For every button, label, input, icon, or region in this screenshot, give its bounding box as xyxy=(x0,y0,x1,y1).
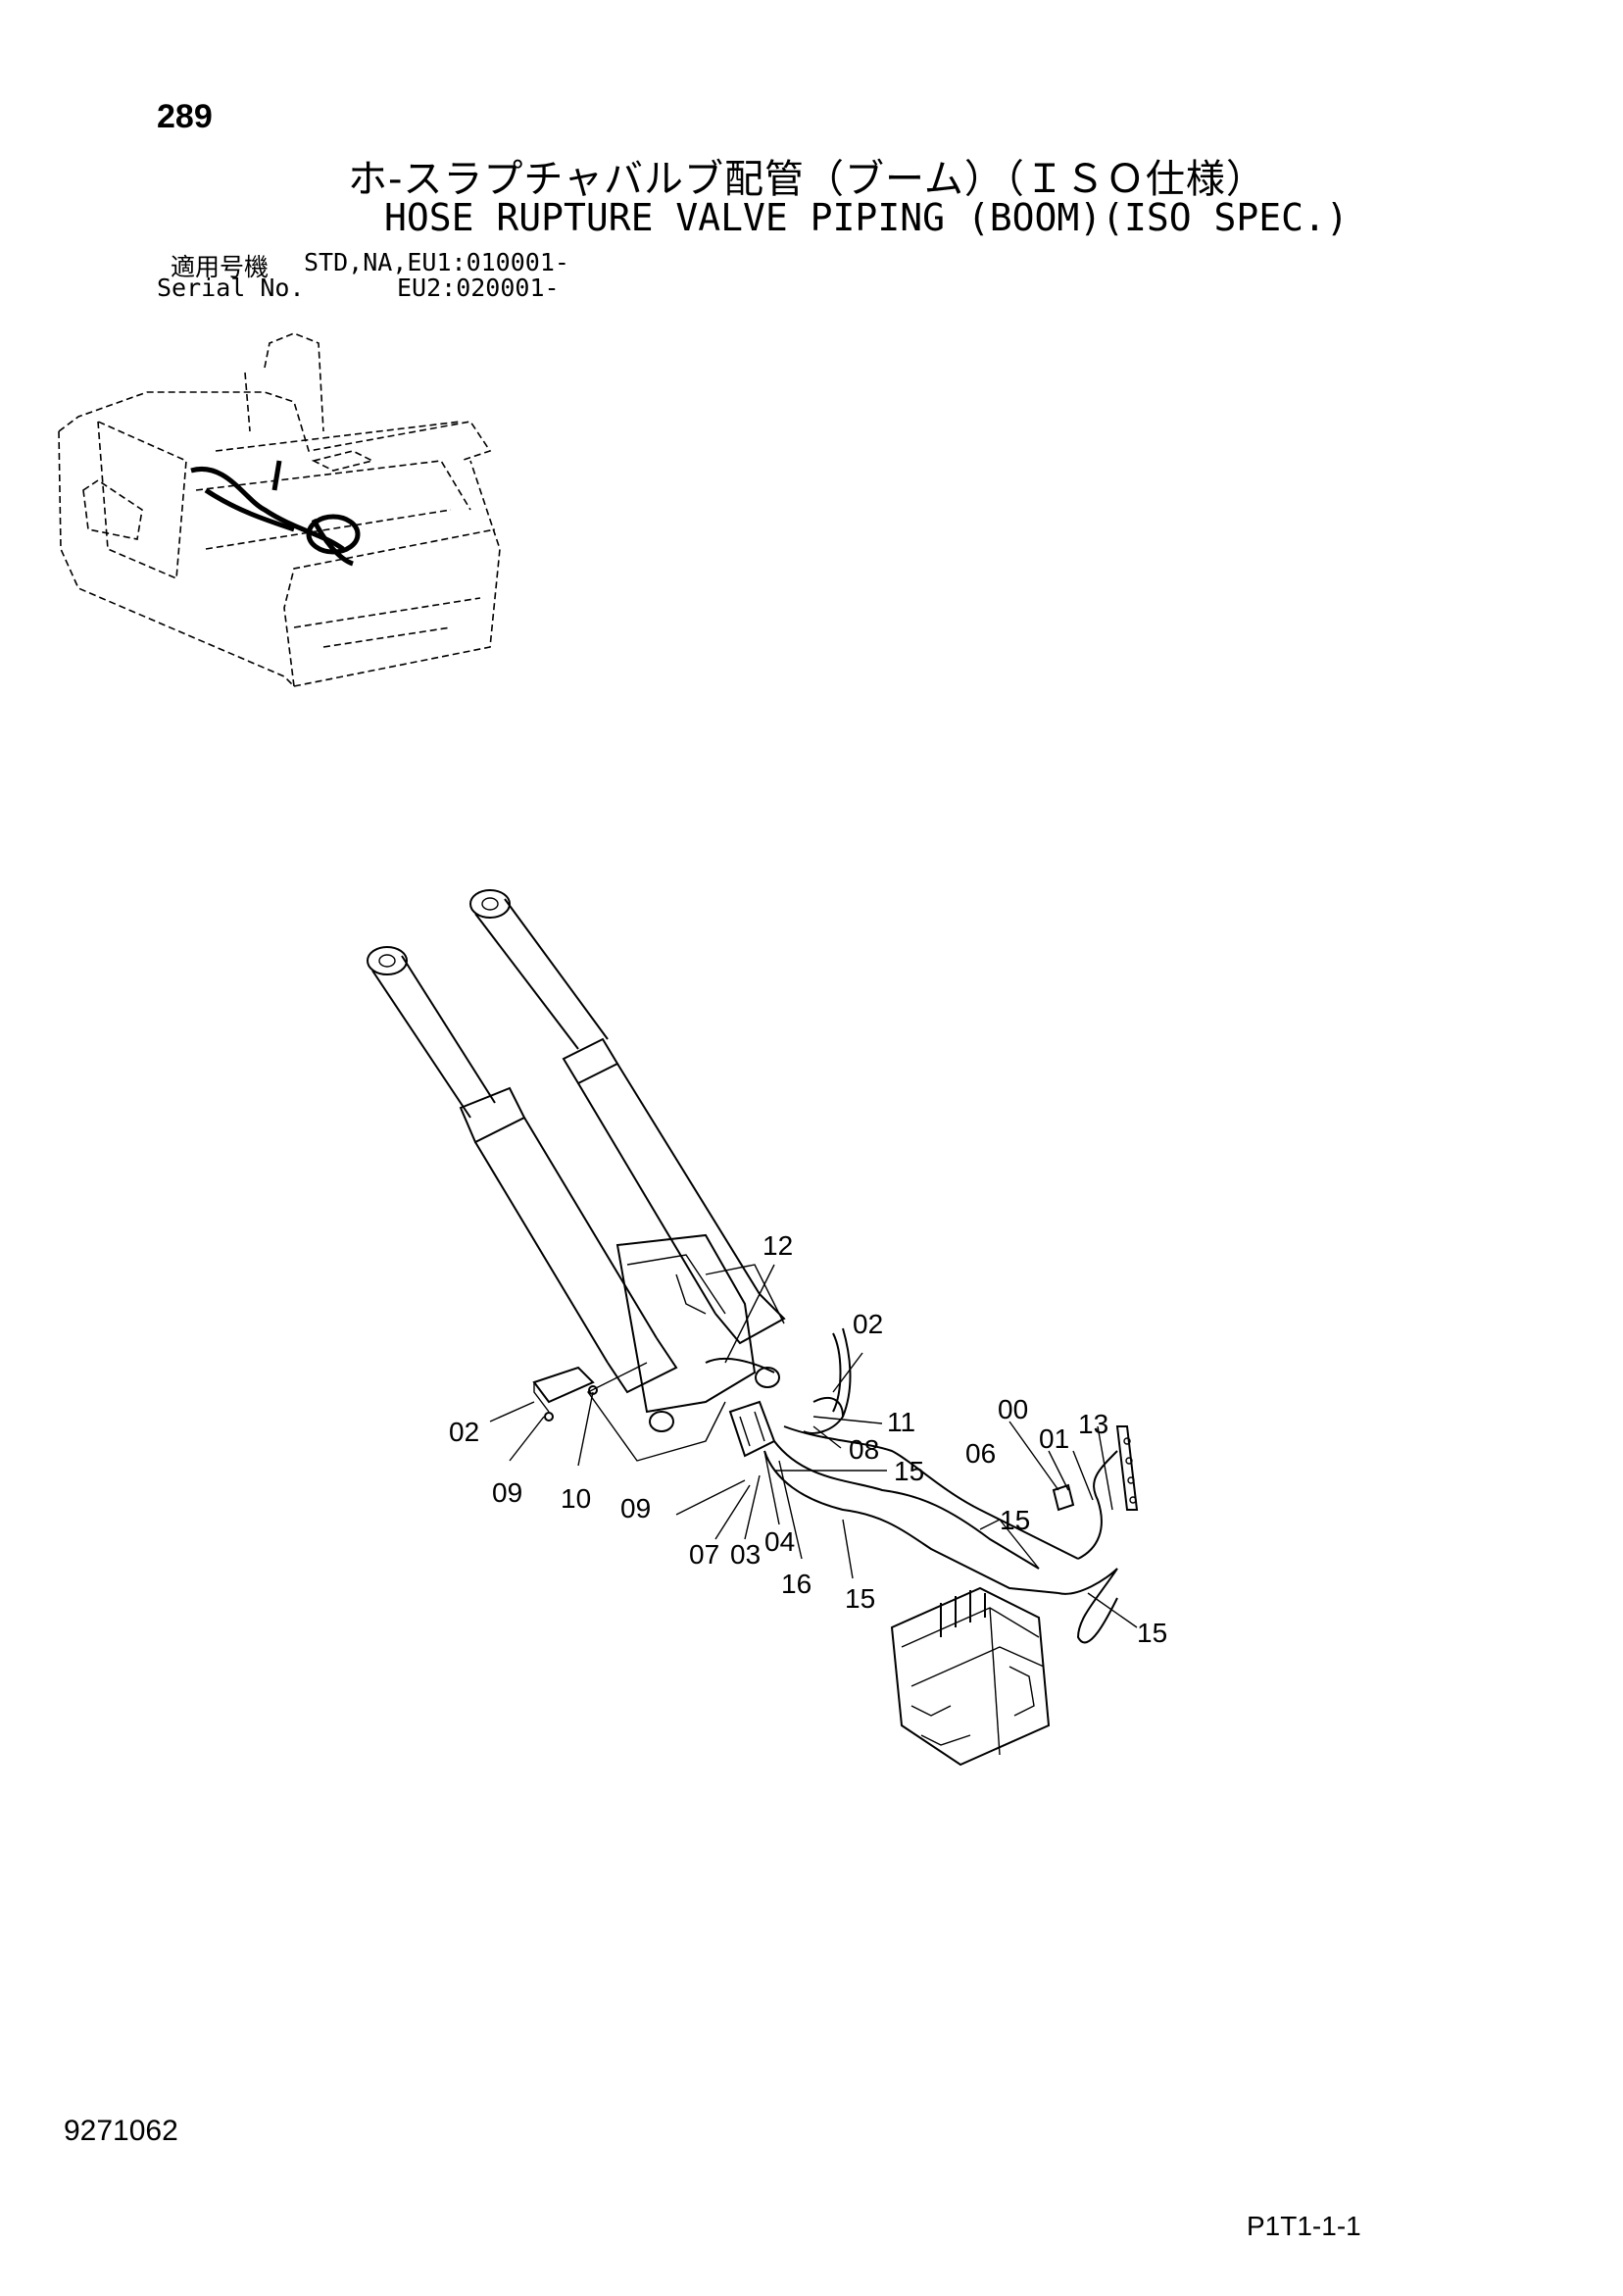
callout-04: 04 xyxy=(764,1526,795,1557)
callout-15-right: 15 xyxy=(1137,1618,1167,1648)
callout-00: 00 xyxy=(998,1394,1028,1424)
callout-10: 10 xyxy=(561,1483,591,1514)
hose-rupture-valve-assembly xyxy=(728,1400,776,1458)
hose-fitting-06 xyxy=(1052,1483,1075,1512)
serial-value-1: STD,NA,EU1:010001- xyxy=(304,248,569,276)
title-japanese: ホ-スラプチャバルブ配管（ブーム）（ＩＳＯ仕様） xyxy=(348,157,1266,202)
highlighted-piping-in-overview xyxy=(190,460,361,567)
callout-15-top: 15 xyxy=(894,1456,924,1486)
control-valve xyxy=(890,1586,1051,1767)
serial-label-jp: 適用号機 xyxy=(171,253,270,281)
page-code: P1T1-1-1 xyxy=(1247,2211,1361,2241)
serial-value-2: EU2:020001- xyxy=(397,274,560,302)
callout-13: 13 xyxy=(1078,1409,1108,1439)
machine-body-outline xyxy=(58,332,501,687)
document-number: 9271062 xyxy=(64,2115,178,2147)
callout-06: 06 xyxy=(965,1438,996,1469)
callout-15-bottom: 15 xyxy=(845,1583,875,1614)
callout-02-right: 02 xyxy=(853,1309,883,1339)
callout-09-left: 09 xyxy=(492,1477,522,1508)
title-english: HOSE RUPTURE VALVE PIPING (BOOM)(ISO SPE… xyxy=(384,196,1349,239)
leader-lines xyxy=(489,1264,1138,1628)
callout-09-center: 09 xyxy=(620,1493,651,1523)
callout-labels: 12 02 02 11 08 15 00 01 13 06 09 10 09 0… xyxy=(449,1230,1167,1648)
hose-routing xyxy=(763,1327,1118,1644)
callout-01: 01 xyxy=(1039,1423,1069,1454)
callout-15-middle: 15 xyxy=(1000,1505,1030,1535)
page-number: 289 xyxy=(157,98,213,135)
bracket-plate-13 xyxy=(1115,1425,1139,1511)
callout-08: 08 xyxy=(849,1434,879,1465)
callout-16: 16 xyxy=(781,1569,812,1599)
boom-cylinder-right xyxy=(469,889,786,1345)
callout-07: 07 xyxy=(689,1539,719,1570)
callout-12: 12 xyxy=(762,1230,793,1261)
cylinder-bottom-brackets xyxy=(586,1233,785,1462)
callout-02-left: 02 xyxy=(449,1417,479,1447)
serial-label-en: Serial No. xyxy=(157,274,305,302)
callout-11: 11 xyxy=(887,1407,915,1437)
callout-03: 03 xyxy=(730,1539,761,1570)
hose-bracket-left xyxy=(532,1366,598,1422)
